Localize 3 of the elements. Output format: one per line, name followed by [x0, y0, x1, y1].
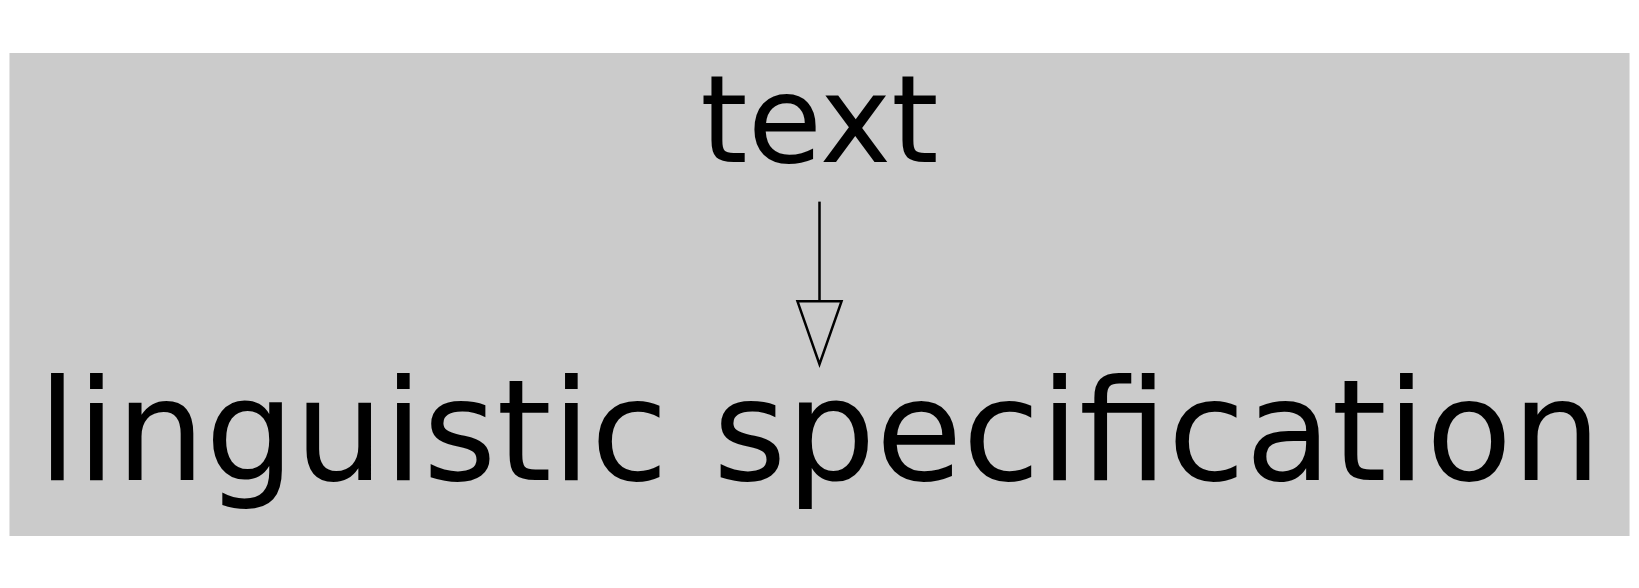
arrow — [795, 201, 844, 368]
node-text: text — [700, 49, 939, 190]
node-text: linguistic specification — [37, 348, 1602, 513]
